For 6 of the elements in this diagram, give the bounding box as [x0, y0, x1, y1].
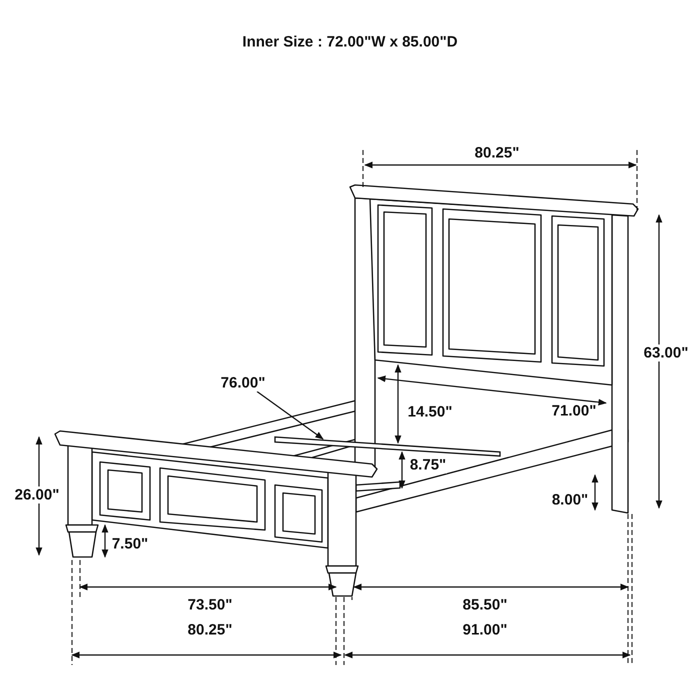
leader-line: [256, 391, 324, 440]
dimension-label: 76.00": [220, 374, 266, 392]
dimension-label: 63.00": [642, 344, 690, 362]
dimension-label: 8.75": [408, 456, 448, 474]
dimension-label: 26.00": [14, 486, 60, 504]
slat: [274, 436, 501, 457]
